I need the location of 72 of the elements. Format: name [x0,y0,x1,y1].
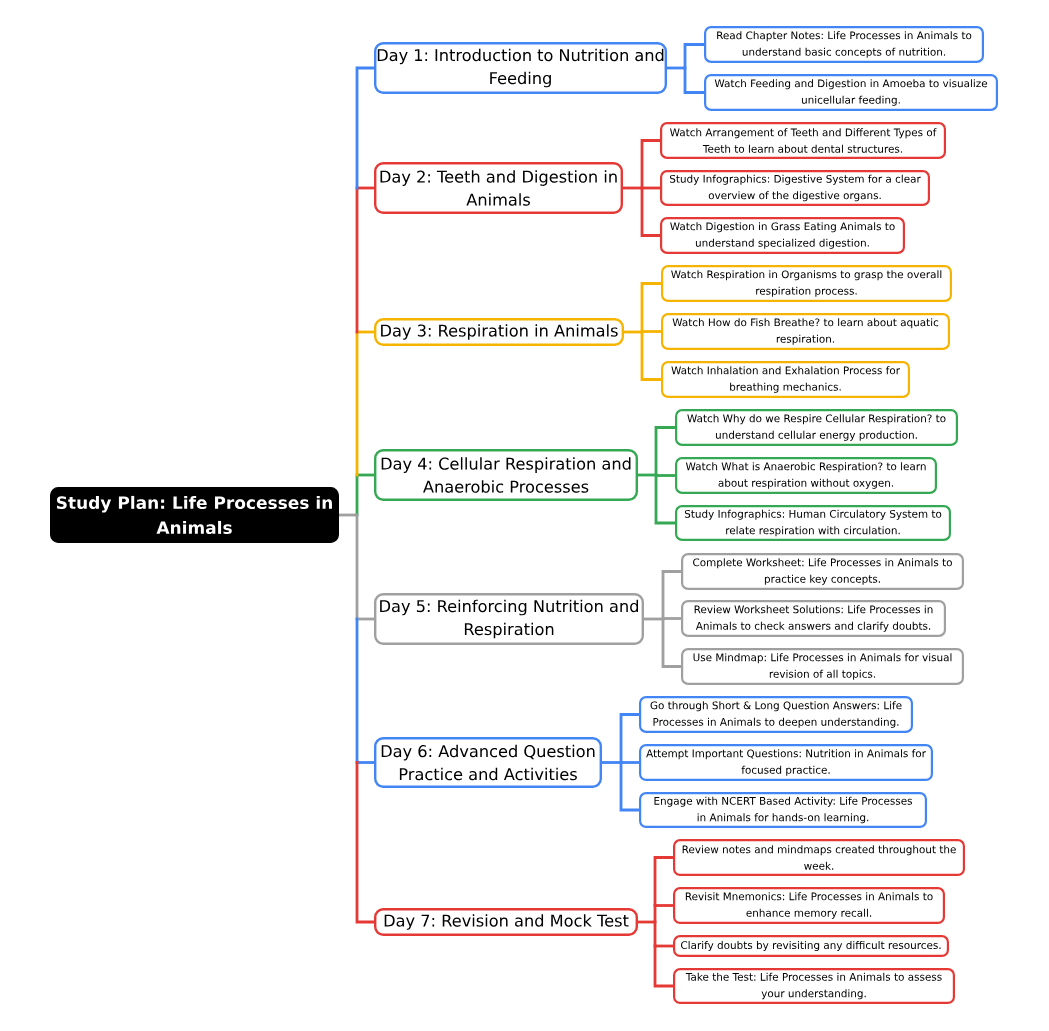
task-box: Attempt Important Questions: Nutrition in Animals for focused practice. [639,744,933,781]
branch-line [638,473,656,477]
task-box: Study Infographics: Digestive System for a clear overview of the digestive organs. [660,170,930,206]
day-box: Day 7: Revision and Mock Test [374,908,638,936]
branch-line [357,186,374,190]
branch-line [355,330,359,477]
branch-line [355,186,359,334]
day-box: Day 4: Cellular Respiration and Anaerobic Processes [374,449,638,501]
branch-line [661,617,683,668]
branch-line [357,617,374,621]
branch-line [355,761,376,924]
task-box: Clarify doubts by revisiting any difficult resources. [673,935,949,957]
branch-line [619,713,641,764]
branch-line [621,761,639,764]
branch-line [653,920,657,948]
branch-line [653,904,657,924]
branch-line [653,944,675,988]
task-box: Review notes and mindmaps created throughout the week. [673,839,965,876]
day-box: Day 6: Advanced Question Practice and Activities [374,737,602,788]
branch-line [640,330,663,381]
branch-line [655,904,673,907]
task-box: Watch Digestion in Grass Eating Animals to understand specialized digestion. [660,217,905,254]
branch-line [355,513,359,621]
task-box: Read Chapter Notes: Life Processes in Animals to understand basic concepts of nutrition. [704,26,984,63]
branch-line [656,474,675,477]
topic-box: Study Plan: Life Processes in Animals [50,487,339,543]
branch-line [644,617,663,621]
branch-line [663,617,681,620]
branch-line [683,43,706,70]
branch-line [624,330,642,334]
branch-line [655,944,673,948]
branch-line [654,473,677,525]
branch-line [602,761,621,764]
branch-line [355,473,359,517]
branch-line [638,920,655,924]
task-box: Engage with NCERT Based Activity: Life Processes in Animals for hands-on learning. [639,792,927,828]
branch-line [661,570,683,621]
task-box: Study Infographics: Human Circulatory System to relate respiration with circulation. [675,505,951,541]
branch-line [667,66,685,70]
branch-line [642,186,660,190]
branch-line [623,186,642,190]
branch-line [357,473,374,477]
task-box: Watch Inhalation and Exhalation Process for breathing mechanics. [661,361,910,398]
task-box: Watch What is Anaerobic Respiration? to learn about respiration without oxygen. [675,457,937,494]
branch-line [355,617,359,764]
branch-line [683,66,706,94]
task-box: Watch How do Fish Breathe? to learn about aquatic respiration. [661,313,950,350]
branch-line [640,186,662,237]
branch-line [654,426,677,477]
task-box: Watch Respiration in Organisms to grasp the overall respiration process. [661,265,952,302]
branch-line [355,66,376,190]
task-box: Revisit Mnemonics: Life Processes in Animals to enhance memory recall. [673,887,945,924]
branch-line [619,761,641,812]
day-box: Day 2: Teeth and Digestion in Animals [374,162,623,214]
branch-line [640,139,662,190]
day-box: Day 3: Respiration in Animals [374,318,624,346]
task-box: Watch Feeding and Digestion in Amoeba to visualize unicellular feeding. [704,74,998,111]
branch-line [640,282,663,334]
day-box: Day 5: Reinforcing Nutrition and Respiration [374,593,644,645]
task-box: Take the Test: Life Processes in Animals to assess your understanding. [673,968,955,1004]
task-box: Complete Worksheet: Life Processes in Animals to practice key concepts. [681,553,964,590]
task-box: Use Mindmap: Life Processes in Animals for visual revision of all topics. [681,648,964,685]
day-box: Day 1: Introduction to Nutrition and Feeding [374,42,667,94]
branch-line [357,761,374,764]
branch-line [653,856,675,907]
task-box: Watch Why do we Respire Cellular Respiration? to understand cellular energy production. [675,409,958,446]
task-box: Review Worksheet Solutions: Life Processes in Animals to check answers and clarify doubts. [681,600,946,637]
task-box: Go through Short & Long Question Answers: Life Processes in Animals to deepen understanding. [639,696,913,733]
branch-line [339,513,357,517]
branch-line [642,330,661,333]
branch-line [357,330,374,334]
task-box: Watch Arrangement of Teeth and Different Types of Teeth to learn about dental structures. [660,122,946,159]
